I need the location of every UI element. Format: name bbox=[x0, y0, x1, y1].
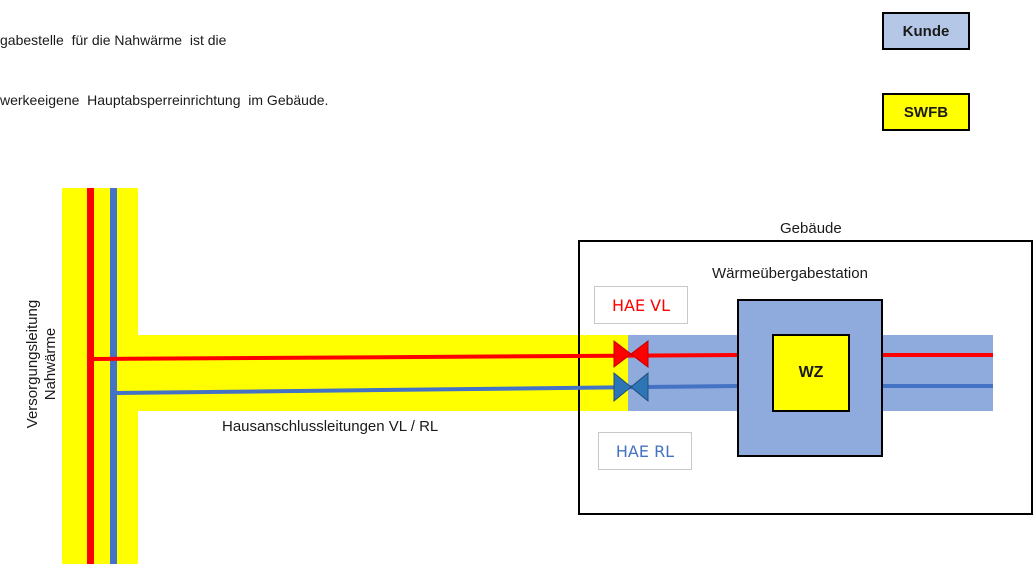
hae-vl-label: HAE VL bbox=[594, 286, 688, 324]
station-label: Wärmeübergabestation bbox=[712, 265, 868, 282]
valve-rl-icon bbox=[613, 371, 649, 403]
supply-label: Versorgungsleitung Nahwärme bbox=[24, 284, 60, 444]
intro-line-1: gabestelle für die Nahwärme ist die bbox=[0, 32, 227, 48]
hae-rl-label: HAE RL bbox=[598, 432, 692, 470]
legend-kunde: Kunde bbox=[882, 12, 970, 50]
supply-label-line-2: Nahwärme bbox=[42, 327, 59, 401]
heat-meter: WZ bbox=[772, 334, 850, 412]
flow-pipe-vl bbox=[93, 353, 738, 361]
intro-line-2: werkeeigene Hauptabsperreinrichtung im G… bbox=[0, 92, 329, 108]
supply-return-pipe bbox=[110, 188, 117, 564]
building-label: Gebäude bbox=[780, 220, 842, 237]
connection-label: Hausanschlussleitungen VL / RL bbox=[222, 418, 439, 435]
intro-text: gabestelle für die Nahwärme ist die werk… bbox=[0, 0, 328, 130]
building-outline bbox=[578, 240, 1033, 515]
supply-line-band bbox=[62, 188, 138, 564]
supply-flow-pipe bbox=[87, 188, 94, 564]
legend-swfb: SWFB bbox=[882, 93, 970, 131]
valve-vl-icon bbox=[613, 339, 649, 369]
connection-band-swfb bbox=[138, 335, 628, 411]
supply-label-line-1: Versorgungsleitung bbox=[24, 299, 41, 429]
